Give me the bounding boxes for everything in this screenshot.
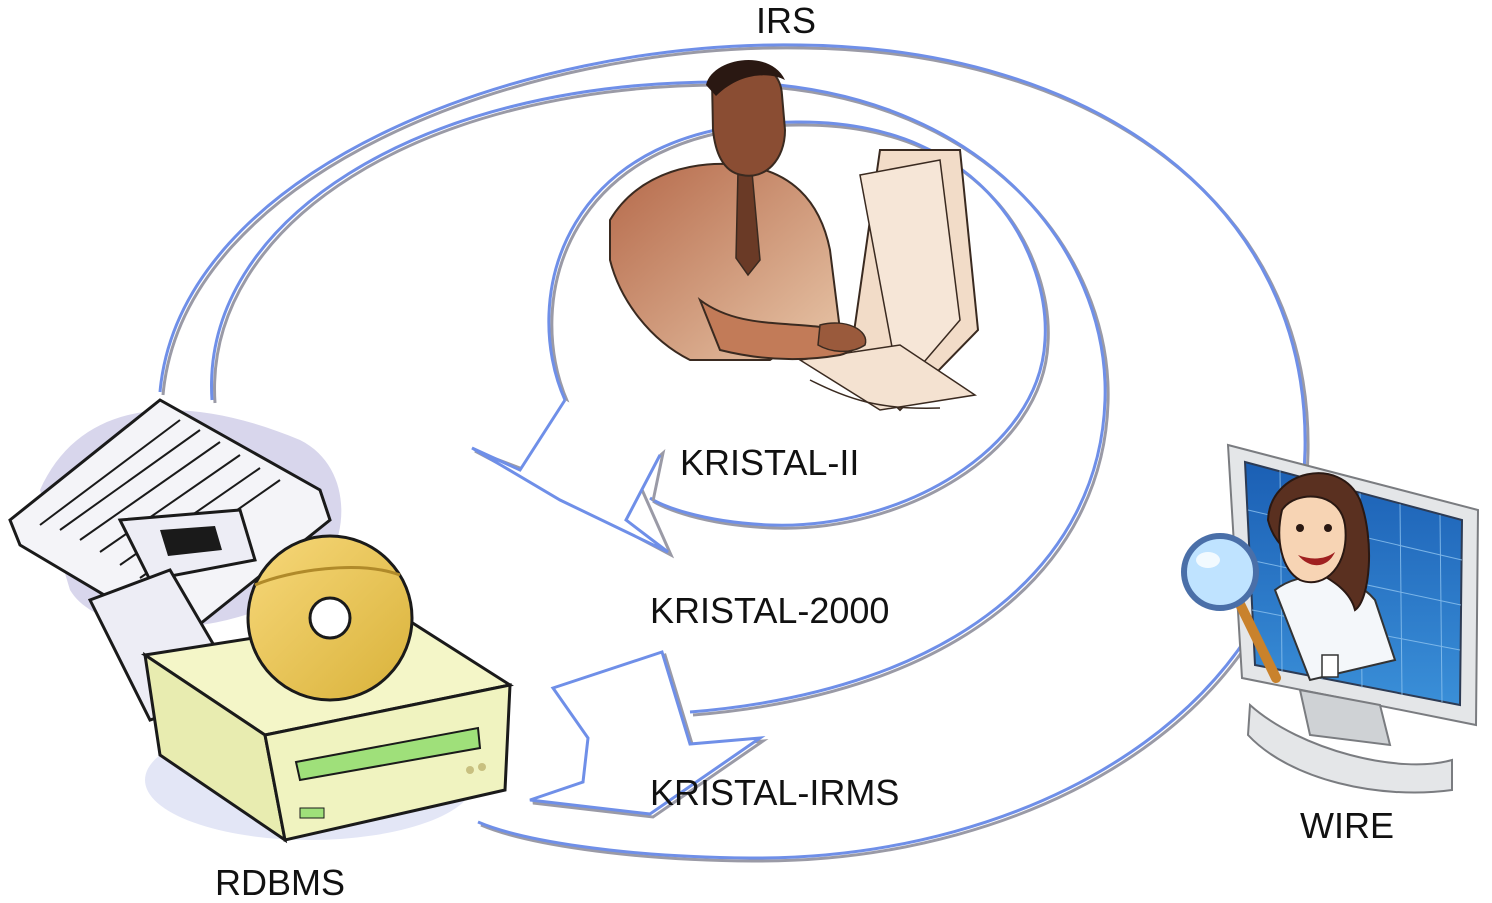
arrow-ii-to-2000: [471, 399, 675, 559]
middle-loop: [210, 80, 1110, 717]
label-kristal-irms: KRISTAL-IRMS: [650, 772, 900, 813]
label-kristal-ii: KRISTAL-II: [680, 442, 860, 483]
inner-loop: [547, 120, 1050, 530]
database-files-and-cd-drive-icon: [8, 398, 514, 844]
label-kristal-2000: KRISTAL-2000: [650, 590, 890, 631]
label-rdbms: RDBMS: [215, 862, 346, 903]
label-wire: WIRE: [1300, 805, 1394, 846]
label-irs: IRS: [756, 0, 817, 41]
arrow-2000-to-irms: [529, 650, 769, 819]
outer-loop: [158, 43, 1310, 863]
woman-with-magnifier-in-monitor-icon: [1181, 443, 1480, 794]
businessman-at-computer-icon: [609, 60, 980, 412]
